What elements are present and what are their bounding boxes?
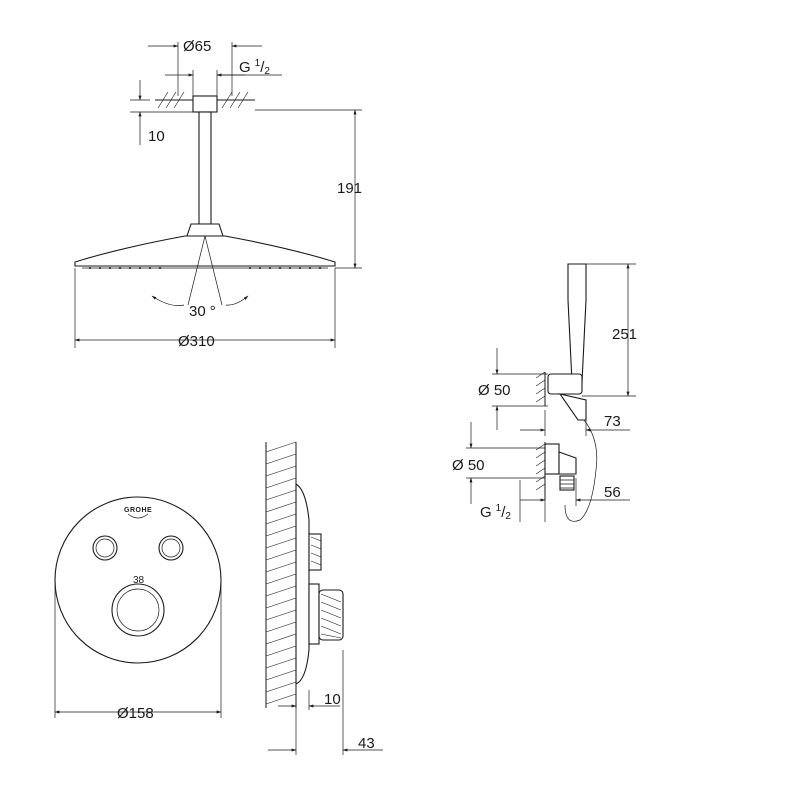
- dim-plate-depth: 10: [324, 691, 341, 708]
- dim-head-diameter: Ø310: [178, 333, 215, 350]
- dim-flange-diameter: Ø65: [183, 38, 211, 55]
- wall-outlet: [544, 443, 560, 475]
- shower-arm: [198, 111, 212, 225]
- grohe-logo: GROHE: [124, 507, 152, 514]
- temperature-mark: 38: [133, 575, 145, 586]
- wall-hatch-thermostat: [265, 441, 297, 705]
- dim-outlet-depth: 56: [604, 484, 621, 501]
- dim-plate-diameter: Ø158: [117, 705, 154, 722]
- hand-shower: [567, 263, 587, 383]
- logo-emblem: [127, 513, 149, 519]
- shower-holder: [547, 373, 583, 395]
- button-right: [158, 535, 184, 561]
- dim-holder-diameter: Ø 50: [478, 382, 511, 399]
- button-left: [92, 535, 118, 561]
- shower-head: [74, 235, 336, 267]
- ceiling-flange: [192, 95, 218, 113]
- button-side: [308, 533, 322, 571]
- dim-tilt-angle: 30°: [189, 303, 216, 320]
- dim-total-depth: 43: [358, 735, 375, 752]
- dim-outlet-diameter: Ø 50: [452, 457, 485, 474]
- ball-joint: [186, 223, 224, 237]
- wall-hatch-hand: [535, 371, 546, 500]
- thermostat-knob: [111, 583, 165, 637]
- thermostat-front-view: GROHE 38 Ø158: [54, 496, 222, 722]
- shower-hose: [564, 419, 598, 522]
- cover-plate-profile: [295, 483, 310, 685]
- dim-flange-height: 10: [148, 128, 165, 145]
- dim-hand-shower-length: 251: [612, 326, 637, 343]
- thermostat-side-view: 10 43: [265, 441, 383, 755]
- knob-side: [308, 583, 320, 645]
- nozzle-pattern: [89, 267, 321, 269]
- dim-total-height: 191: [337, 180, 362, 197]
- dim-projection: 73: [604, 413, 621, 430]
